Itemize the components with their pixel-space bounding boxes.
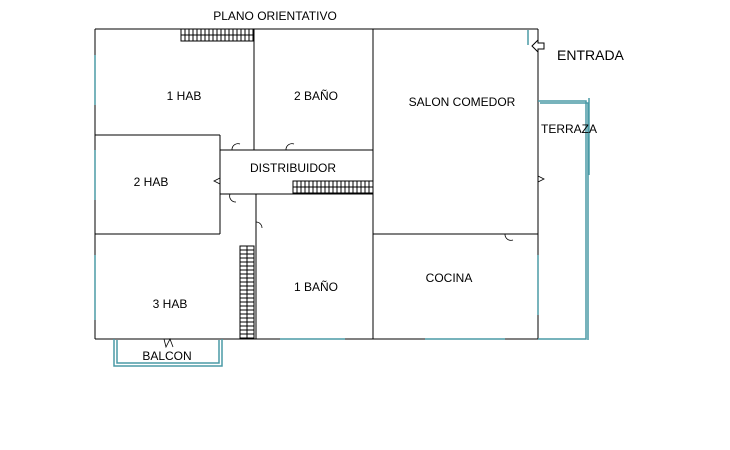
room-bano2-label: 2 BAÑO <box>294 89 338 103</box>
stairs-middle <box>292 180 374 194</box>
balcony-outline <box>113 339 223 367</box>
entrance-label: ENTRADA <box>557 47 625 63</box>
windows <box>94 30 539 340</box>
room-hab2-label: 2 HAB <box>134 175 169 189</box>
terrace-outline <box>538 98 590 340</box>
doors <box>163 143 545 349</box>
room-hab3-label: 3 HAB <box>153 297 188 311</box>
room-terraza-label: TERRAZA <box>541 122 597 136</box>
stairs-top <box>180 28 254 42</box>
room-cocina-label: COCINA <box>426 271 473 285</box>
room-bano1-label: 1 BAÑO <box>294 280 338 294</box>
room-hab1-label: 1 HAB <box>167 89 202 103</box>
stairs-vertical <box>239 245 255 340</box>
room-salon-label: SALON COMEDOR <box>409 95 516 109</box>
room-distribuidor-label: DISTRIBUIDOR <box>250 161 336 175</box>
room-balcon-label: BALCON <box>142 349 191 363</box>
plan-title: PLANO ORIENTATIVO <box>213 9 337 23</box>
arrow-left-icon <box>531 38 545 54</box>
